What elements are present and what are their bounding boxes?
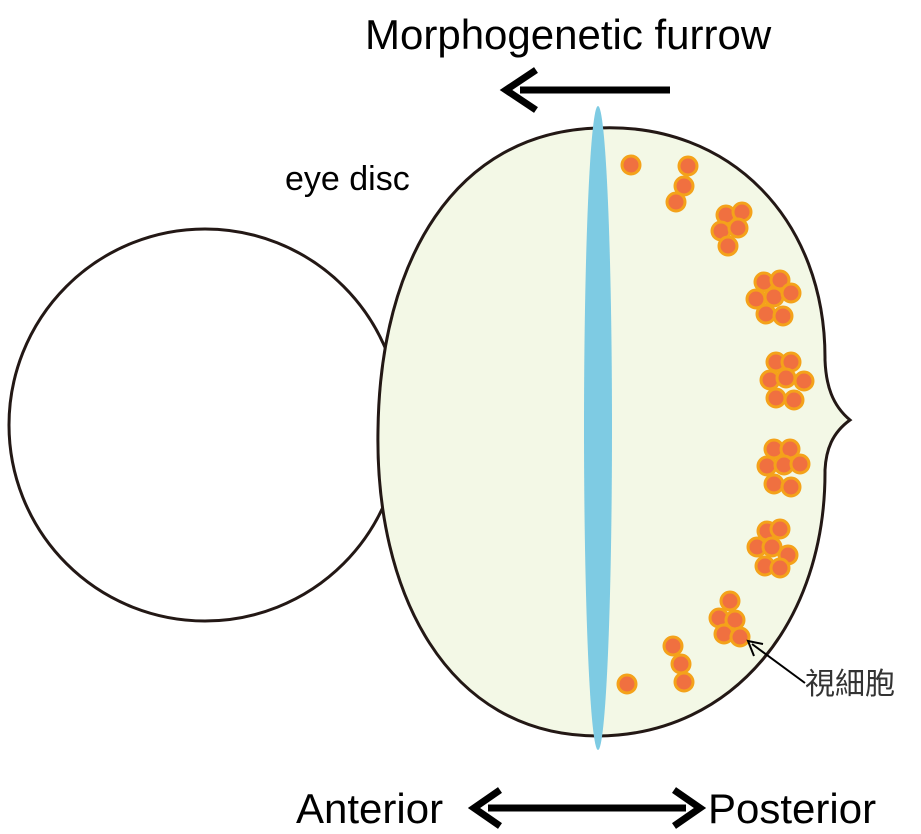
photoreceptor-cell: [667, 193, 685, 211]
double-headed-arrow-icon: [474, 790, 700, 826]
photoreceptor-cell: [664, 637, 682, 655]
eye-disc-label: eye disc: [285, 162, 410, 196]
title: Morphogenetic furrow: [365, 14, 771, 56]
posterior-label: Posterior: [708, 788, 876, 830]
photoreceptor-cell: [679, 157, 697, 175]
photoreceptor-cell: [774, 307, 792, 325]
photoreceptor-cell: [782, 284, 800, 302]
photoreceptor-cell: [758, 457, 776, 475]
photoreceptor-cell: [777, 369, 795, 387]
antenna-disc: [9, 229, 401, 621]
photoreceptor-label: 視細胞: [805, 670, 895, 700]
photoreceptor-cell: [721, 592, 739, 610]
photoreceptor-cell: [785, 391, 803, 409]
photoreceptor-cell: [767, 389, 785, 407]
photoreceptor-cell: [771, 520, 789, 538]
photoreceptor-cell: [675, 673, 693, 691]
photoreceptor-cell: [765, 475, 783, 493]
photoreceptor-cell: [795, 372, 813, 390]
photoreceptor-cell: [782, 478, 800, 496]
photoreceptor-cell: [771, 559, 789, 577]
photoreceptor-cell: [729, 219, 747, 237]
photoreceptor-cell: [622, 156, 640, 174]
photoreceptor-cell: [672, 655, 690, 673]
photoreceptor-cell: [719, 237, 737, 255]
eye-disc: [378, 128, 850, 736]
photoreceptor-cell: [731, 628, 749, 646]
left-arrow-icon: [506, 70, 670, 110]
photoreceptor-cell: [618, 675, 636, 693]
photoreceptor-cell: [765, 288, 783, 306]
photoreceptor-cell: [757, 305, 775, 323]
photoreceptor-cell: [791, 455, 809, 473]
morphogenetic-furrow: [584, 106, 612, 750]
anterior-label: Anterior: [296, 788, 443, 830]
